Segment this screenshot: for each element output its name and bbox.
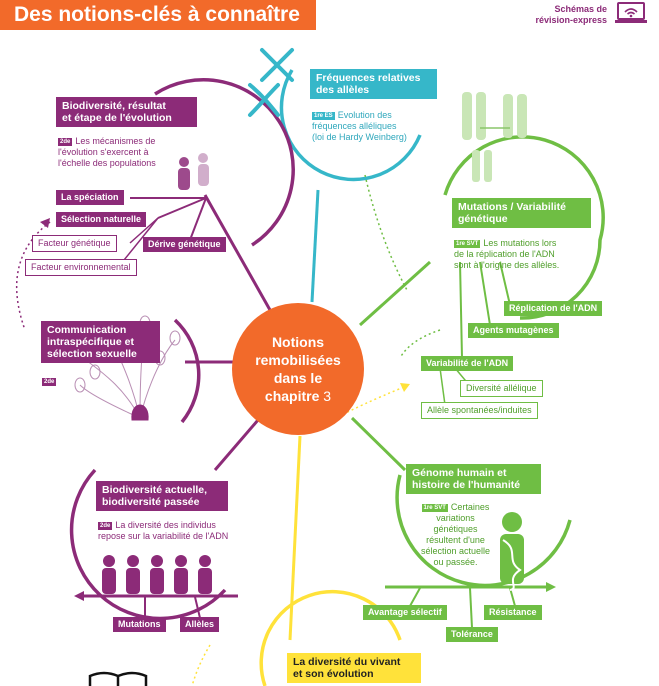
tag-replication-adn: Réplication de l'ADN (504, 301, 603, 316)
level-badge: 2de (58, 138, 73, 146)
communication-level: 2de (42, 371, 59, 389)
tag-speciation: La spéciation (56, 190, 124, 205)
communication-arc (173, 318, 201, 424)
center-node: Notions remobilisées dans le chapitre 3 (232, 303, 364, 435)
tag-facteur-genetique: Facteur génétique (32, 235, 117, 252)
tag-avantage-selectif: Avantage sélectif (363, 605, 447, 620)
tag-resistance: Résistance (484, 605, 542, 620)
spoke-frequences (310, 189, 320, 303)
biodiv-evolution-title: Biodiversité, résultat et étape de l'évo… (56, 97, 197, 127)
biodiv-actuelle-title: Biodiversité actuelle, biodiversité pass… (96, 481, 228, 511)
human-figures (102, 555, 212, 594)
spoke-genome (350, 416, 407, 472)
level-badge: 1re SVT (454, 240, 481, 248)
genome-title: Génome humain et histoire de l'humanité (406, 464, 541, 494)
biodiv-evolution-arc (154, 78, 295, 247)
wifi-laptop-icon[interactable] (615, 2, 647, 24)
spoke-mutations (358, 260, 432, 327)
level-badge: 2de (98, 522, 113, 530)
chromosome-illustration (248, 48, 294, 117)
dotted-connector-mutations (364, 174, 409, 293)
tag-allele-spontanees: Allèle spontanées/induites (421, 402, 538, 419)
page-title: Des notions-clés à connaître (0, 0, 316, 30)
spoke-biodiv-actuelle (213, 419, 260, 471)
genome-arc (395, 474, 572, 588)
tag-selection-naturelle: Sélection naturelle (56, 212, 147, 227)
book-icon (88, 671, 148, 686)
chromatid-illustration (462, 92, 527, 182)
spoke-diversite (288, 435, 302, 641)
tag-agents-mutagenes: Agents mutagènes (468, 323, 559, 338)
spoke-biodiv-evolution (203, 194, 272, 311)
diversite-title: La diversité du vivant et son évolution (287, 653, 421, 683)
frequences-title: Fréquences relatives des allèles (310, 69, 437, 99)
frequences-arc (279, 69, 422, 182)
population-figures (178, 153, 209, 190)
communication-title: Communication intraspécifique et sélecti… (41, 321, 160, 363)
tag-derive-genetique: Dérive génétique (143, 237, 226, 252)
tag-tolerance: Tolérance (446, 627, 498, 642)
tag-mutations: Mutations (113, 617, 166, 632)
tag-diversite-allelique: Diversité allélique (460, 380, 543, 397)
tag-facteur-environnemental: Facteur environnemental (25, 259, 137, 276)
tag-alleles: Allèles (180, 617, 220, 632)
genome-human-figure (500, 512, 524, 591)
level-badge: 1re ES (312, 112, 335, 120)
dotted-connector-left (15, 221, 51, 331)
level-badge: 2de (42, 378, 57, 386)
schema-label: Schémas de révision-express (535, 4, 607, 25)
level-badge: 1re SVT (421, 504, 448, 512)
mutations-arc (443, 135, 605, 320)
tag-variabilite-adn: Variabilité de l'ADN (421, 356, 514, 371)
mutations-title: Mutations / Variabilité génétique (452, 198, 591, 228)
